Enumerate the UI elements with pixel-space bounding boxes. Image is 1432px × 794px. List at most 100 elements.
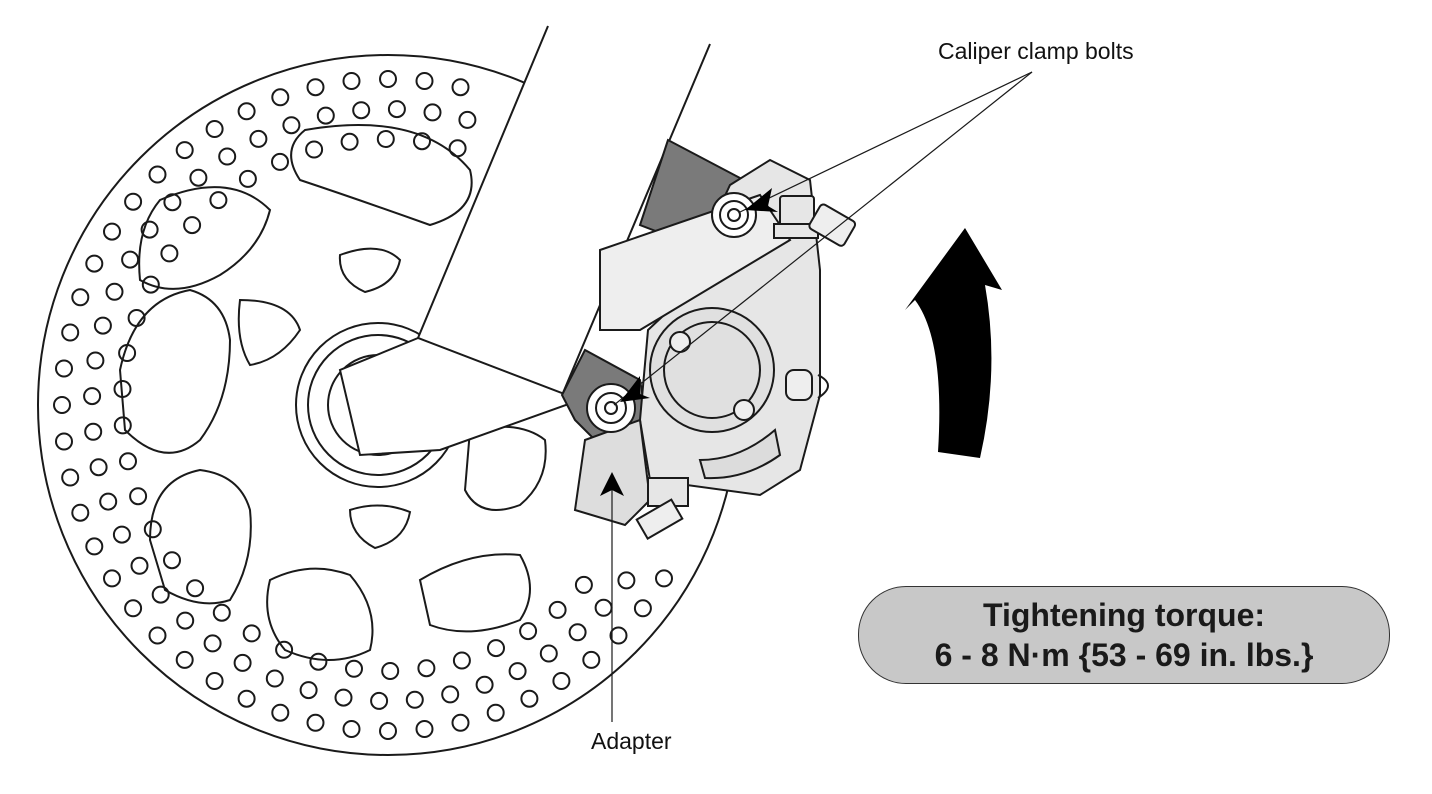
rotor-hole xyxy=(176,611,195,630)
rotor-hole xyxy=(209,191,228,210)
rotor-hole xyxy=(441,685,460,704)
lower-bolt-thread xyxy=(635,498,684,541)
rotor-hole xyxy=(413,132,431,151)
rotor-hole xyxy=(129,487,148,506)
rotor-hole xyxy=(381,662,400,680)
rotor-hole xyxy=(130,556,149,575)
rotor-hole xyxy=(85,537,104,556)
brake-caliper xyxy=(573,158,857,541)
rotor-hole xyxy=(53,396,71,414)
tightening-torque-box: Tightening torque: 6 - 8 N·m {53 - 69 in… xyxy=(858,586,1390,684)
arrow-head-bolt-lower xyxy=(620,376,650,402)
caliper-clamp-bolts-label: Caliper clamp bolts xyxy=(938,38,1134,64)
leader-line-bolt-upper xyxy=(739,71,1033,213)
rotor-hole xyxy=(487,639,505,658)
rotor-hole xyxy=(148,626,167,645)
rotor-hole xyxy=(486,703,505,722)
rotor-hole xyxy=(105,282,124,301)
rotor-hole xyxy=(415,72,434,90)
rotor-hole xyxy=(186,579,205,598)
rotor-hole xyxy=(119,452,137,471)
rotor-hole xyxy=(548,600,567,619)
rotor-hole xyxy=(299,681,318,700)
rotor-hole xyxy=(89,458,108,477)
fork-dropout xyxy=(338,336,583,457)
rotor-hole xyxy=(61,468,80,487)
rotor-hole xyxy=(71,288,90,307)
rotor-hole xyxy=(237,102,256,121)
rotor-hole xyxy=(175,141,194,160)
rotor-hole xyxy=(271,152,289,171)
rotor-hole xyxy=(113,416,132,435)
rotor-hole xyxy=(141,275,160,294)
rotor-hole xyxy=(203,634,222,653)
arrow-head-bolt-upper xyxy=(745,188,778,212)
caliper-clamp-bolt-lower xyxy=(586,383,636,433)
rotor-cutout xyxy=(148,468,252,605)
rotor-hole xyxy=(405,690,424,709)
rotor-hole xyxy=(84,422,103,441)
rotor-hole xyxy=(103,222,121,241)
rotor-hole xyxy=(345,659,363,678)
rotor-hole xyxy=(305,140,324,159)
rotor-hole xyxy=(352,101,371,120)
rotor-hole xyxy=(633,599,652,618)
adapter-plate xyxy=(573,418,652,527)
rotor-hole xyxy=(309,652,328,671)
rotor-cutout xyxy=(266,567,374,661)
rotor-cutout xyxy=(348,504,412,550)
rotor-cutout xyxy=(118,288,232,454)
rotor-hole xyxy=(423,103,442,122)
rotor-hole xyxy=(582,650,601,669)
rotor-hole xyxy=(271,703,290,722)
torque-value: 6 - 8 N·m {53 - 69 in. lbs.} xyxy=(934,637,1314,673)
rotor-hole xyxy=(519,622,538,641)
rotor-hole xyxy=(451,713,470,732)
caliper-mount-tab xyxy=(785,369,813,401)
rotor-hole xyxy=(379,70,397,88)
rotor-hole xyxy=(103,569,121,588)
rotor-hole xyxy=(340,132,359,151)
rotor-hole xyxy=(233,653,252,672)
rotor-hole xyxy=(282,116,301,135)
rotor-hole xyxy=(151,585,170,604)
rotor-hole xyxy=(183,216,202,235)
rotor-hole xyxy=(143,520,162,539)
caliper-mount-lug xyxy=(817,374,829,399)
rotor-cutout xyxy=(290,124,473,227)
rotor-hole xyxy=(415,720,434,738)
rotor-hole xyxy=(387,100,406,119)
leader-lines xyxy=(611,71,1033,722)
rotor-hole xyxy=(237,689,256,708)
caliper-screw xyxy=(669,331,691,353)
rotor-hole xyxy=(376,130,395,148)
rotor-cutout xyxy=(418,553,531,633)
rotor-hole xyxy=(306,713,325,732)
rotor-hole xyxy=(93,316,112,335)
rotor-hole xyxy=(475,675,494,694)
rotor-hole xyxy=(163,551,181,570)
arrow-head-adapter xyxy=(600,472,624,496)
rotor-hole xyxy=(99,492,118,511)
rotor-hole xyxy=(205,672,224,690)
rotor-hole xyxy=(205,120,224,138)
rotor-cutout xyxy=(138,186,272,290)
rotor-hole xyxy=(140,220,159,239)
rotor-hole xyxy=(242,624,261,643)
rotor-hole xyxy=(574,575,593,594)
rotor-hole xyxy=(342,720,361,738)
rotor-hole xyxy=(61,323,80,342)
rotor-hole xyxy=(520,689,539,708)
torque-title: Tightening torque: xyxy=(982,597,1266,633)
rotor-hole xyxy=(655,569,673,588)
rotor-hole xyxy=(112,525,131,544)
rotor-hole xyxy=(316,106,335,125)
rotor-hole xyxy=(238,169,257,188)
rotor-hole xyxy=(249,129,268,148)
rotor-hole xyxy=(452,651,471,670)
caliper-screw xyxy=(733,399,755,421)
rotor-cutout xyxy=(463,425,547,511)
caliper-curve-detail xyxy=(698,428,782,480)
rotor-holes xyxy=(53,70,673,740)
